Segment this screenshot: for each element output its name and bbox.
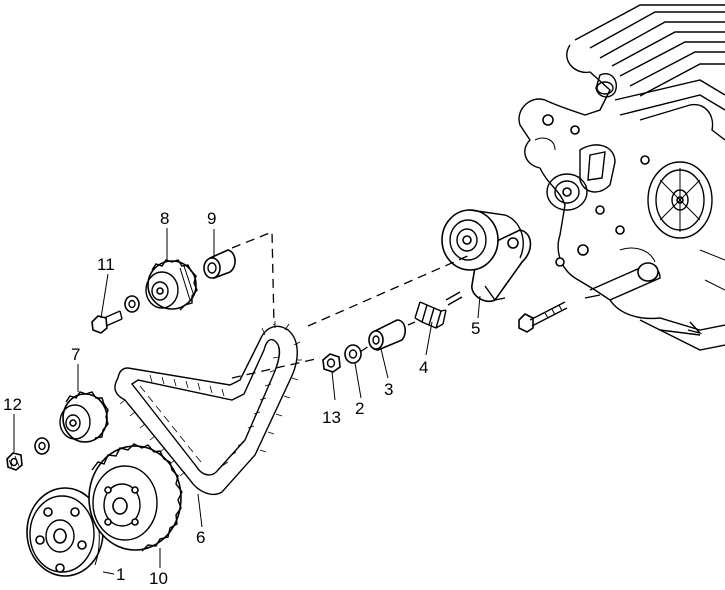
callout-2: 2 [355,399,364,418]
nut-part-12 [6,452,23,471]
callout-9: 9 [207,209,216,228]
engine-block [518,4,725,351]
bushing-part-9 [203,249,236,280]
washer-sprocket-8 [124,295,140,313]
callout-11: 11 [97,255,115,274]
callout-10: 10 [149,569,168,588]
tensioner-bolt [518,301,568,333]
callout-labels: 1 2 3 4 5 6 7 8 9 10 11 12 13 [3,209,480,588]
camshaft-sprocket-part-8 [145,259,198,311]
tensioner-pulley-part-5 [441,209,532,303]
callout-3: 3 [384,380,393,399]
callout-1: 1 [116,565,125,584]
crankshaft-sprocket-part-10 [88,443,183,552]
callout-5: 5 [471,319,480,338]
timing-belt-part-6 [114,321,302,496]
washer-sprocket-7 [34,437,50,455]
callout-4: 4 [419,358,428,377]
callout-8: 8 [160,209,169,228]
washer-part-2 [344,344,362,364]
nut-part-13 [322,353,341,373]
callout-7: 7 [71,345,80,364]
tensioner-spring-part-4 [414,291,463,329]
tensioner-pin-part-3 [368,319,406,351]
callout-13: 13 [322,408,341,427]
callout-12: 12 [3,395,22,414]
callout-6: 6 [196,528,205,547]
leader-lines [13,228,481,575]
bolt-part-11 [91,310,123,334]
assembly-guide-lines [231,231,471,379]
crankshaft-pulley-part-1 [26,487,104,577]
intermediate-sprocket-part-7 [59,391,109,443]
